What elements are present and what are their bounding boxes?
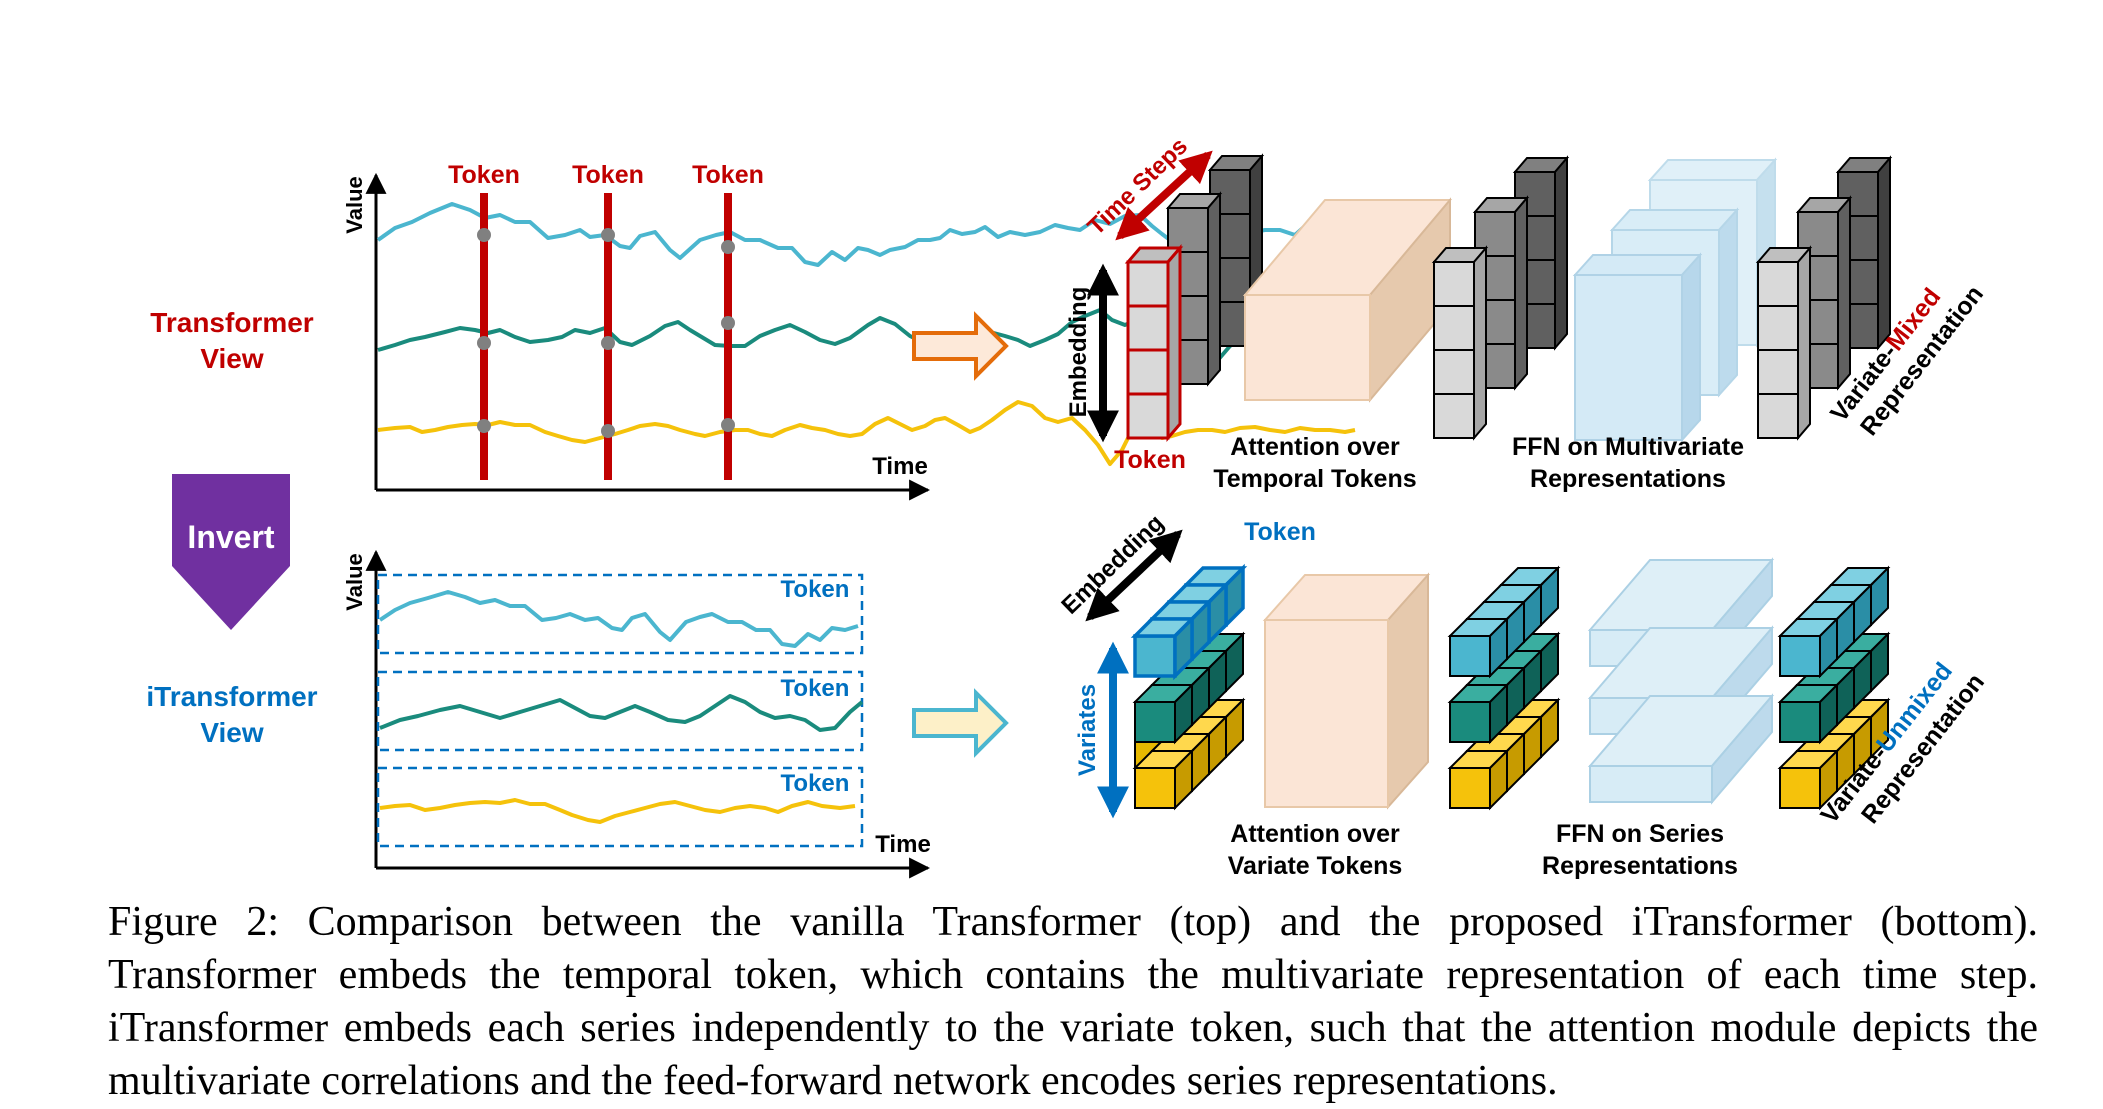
transformer-view-label-line2: View xyxy=(200,343,264,374)
token-column-1: Token xyxy=(448,161,520,480)
attention-output-stack-front xyxy=(1431,245,1489,441)
series-teal-bottom xyxy=(379,694,864,732)
value-axis-label-bottom: Value xyxy=(342,553,367,610)
embedding-label-top: Embedding xyxy=(1065,287,1092,418)
token-column-3: Token xyxy=(692,161,764,480)
variate-token-stack-after-attention xyxy=(1447,565,1561,811)
bottom-attention-label-line1: Attention over xyxy=(1230,820,1400,848)
embedding-label-bottom: Embedding xyxy=(1056,510,1169,620)
figure-diagram: Transformer View Invert iTransformer Vie… xyxy=(146,133,1990,880)
series-yellow-bottom xyxy=(379,798,856,824)
token-label-3: Token xyxy=(692,161,764,189)
variate-token-box-1 xyxy=(376,573,864,655)
time-axis-label-bottom: Time xyxy=(875,831,931,858)
bottom-ffn-label-line2: Representations xyxy=(1542,852,1738,880)
variate-token-box-2 xyxy=(376,670,864,752)
itransformer-view-label-line2: View xyxy=(200,717,264,748)
top-ffn-label-line1: FFN on Multivariate xyxy=(1512,433,1744,461)
time-axis-label-top: Time xyxy=(872,453,928,480)
value-axis-label-top: Value xyxy=(342,176,367,233)
invert-arrow: Invert xyxy=(172,474,290,630)
itransformer-cube-rows xyxy=(1130,563,1891,811)
attention-temporal-block xyxy=(1242,197,1453,403)
itransformer-timeseries-plot: Value Time Token Token Token xyxy=(342,549,931,879)
token-label-2: Token xyxy=(572,161,644,189)
transformer-architecture: Embedding Time Steps Token Attention ove… xyxy=(1065,133,1989,493)
top-attention-label-line2: Temporal Tokens xyxy=(1213,465,1416,493)
variate-token-stack-input xyxy=(1130,563,1248,811)
temporal-token-label: Token xyxy=(1114,446,1186,474)
series-yellow-top xyxy=(377,400,1356,466)
variate-token-box-3 xyxy=(376,766,864,848)
figure-caption: Figure 2: Comparison between the vanilla… xyxy=(108,899,2038,1104)
token-label-1: Token xyxy=(448,161,520,189)
itransformer-view-label-line1: iTransformer xyxy=(146,681,317,712)
top-attention-label-line1: Attention over xyxy=(1230,433,1400,461)
mixed-representation-stack-front xyxy=(1755,245,1813,441)
variate-token-label-2: Token xyxy=(781,675,850,702)
invert-label: Invert xyxy=(187,519,274,555)
ffn-multivariate-block xyxy=(1572,157,1778,443)
forward-arrow-bottom xyxy=(912,688,1009,758)
variate-token-label-3: Token xyxy=(781,770,850,797)
series-light-blue-bottom xyxy=(378,590,859,648)
attention-variate-block xyxy=(1262,572,1431,810)
transformer-view-label-line1: Transformer xyxy=(150,307,313,338)
variate-token-label-top: Token xyxy=(1244,518,1316,546)
bottom-attention-label-line2: Variate Tokens xyxy=(1228,852,1403,880)
variate-token-label-1: Token xyxy=(781,576,850,603)
temporal-token-highlighted xyxy=(1124,243,1184,443)
ffn-series-block xyxy=(1587,557,1775,805)
token-column-2: Token xyxy=(572,161,644,480)
forward-arrow-top xyxy=(912,311,1009,381)
top-ffn-label-line2: Representations xyxy=(1530,465,1726,493)
variate-token-stack-unmixed xyxy=(1777,565,1891,811)
bottom-ffn-label-line1: FFN on Series xyxy=(1556,820,1724,848)
variates-label: Variates xyxy=(1074,684,1101,776)
